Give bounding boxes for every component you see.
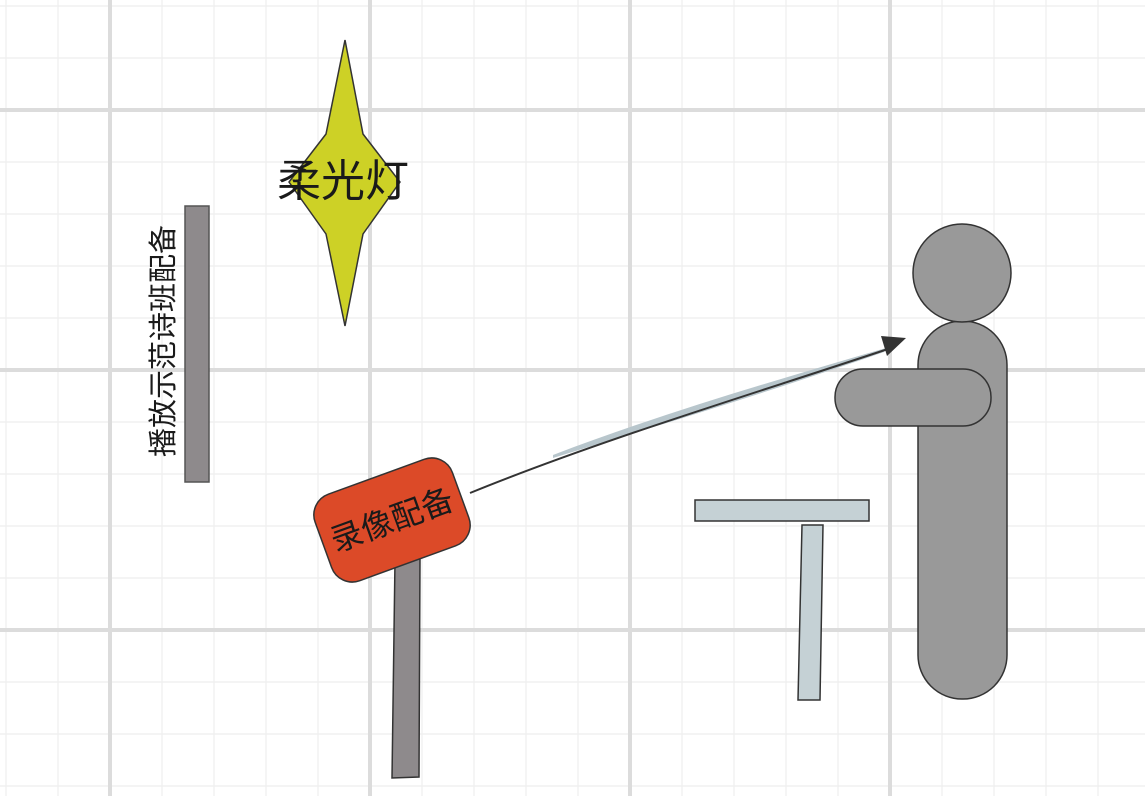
arrow-shadow <box>553 348 886 458</box>
soft-light-label: 柔光灯 <box>277 156 409 207</box>
soft-light-star-shape[interactable] <box>288 39 401 327</box>
camera-stand[interactable] <box>391 558 421 779</box>
desk[interactable] <box>694 499 870 701</box>
person-head[interactable] <box>912 223 1012 323</box>
desk-leg[interactable] <box>797 524 824 701</box>
desk-top[interactable] <box>694 499 870 522</box>
camera[interactable]: 录像配备 <box>308 452 477 588</box>
soft-light[interactable]: 柔光灯 <box>277 39 409 327</box>
arrow-head <box>881 336 906 356</box>
camera-to-person-arrow[interactable] <box>469 336 906 494</box>
playback-device[interactable]: 播放示范诗班配备 <box>146 205 210 483</box>
person-arm[interactable] <box>834 368 992 427</box>
playback-device-panel[interactable] <box>184 205 210 483</box>
camera-body[interactable] <box>308 452 477 588</box>
person[interactable] <box>834 223 1012 700</box>
playback-device-label: 播放示范诗班配备 <box>146 225 180 457</box>
arrow-line[interactable] <box>469 348 889 494</box>
